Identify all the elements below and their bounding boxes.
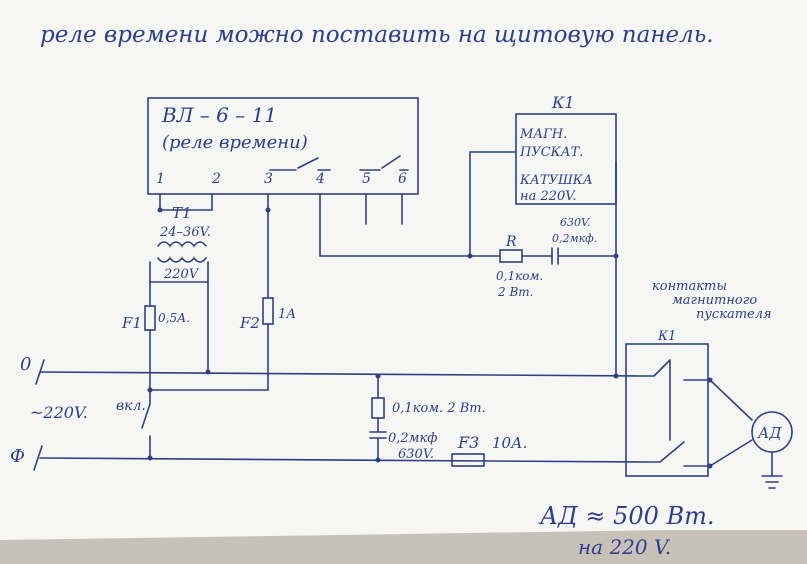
zero-line xyxy=(39,371,641,377)
rc-capacitor-voltage: 630V. xyxy=(398,447,434,462)
rc-capacitor xyxy=(369,417,387,461)
wire-pin4 xyxy=(319,193,471,257)
relay-pin-3: 3 xyxy=(264,171,273,187)
contactor-line-4: на 220V. xyxy=(520,189,577,204)
junction-dot xyxy=(613,253,619,259)
k1-contact-label: К1 xyxy=(657,329,676,344)
snubber-r-value: 0,1ком. xyxy=(496,269,543,283)
junction-dot xyxy=(707,377,713,383)
junction-dots xyxy=(147,207,713,469)
snubber-c-value: 0,2мкф. xyxy=(552,232,597,245)
contactor-box xyxy=(515,113,617,205)
fuse-f1-id: F1 xyxy=(121,314,142,332)
snubber-r-power: 2 Вт. xyxy=(497,285,533,299)
relay-contact-output xyxy=(359,155,409,171)
transformer-primary: 220V xyxy=(163,267,200,282)
snubber-c-voltage: 630V. xyxy=(560,216,591,229)
snubber-capacitor xyxy=(521,247,617,265)
relay-contact-timed xyxy=(269,157,331,171)
junction-dot xyxy=(147,455,153,461)
transformer-rating: 24–36V. xyxy=(159,225,211,240)
junction-dot xyxy=(375,373,381,379)
zero-label: 0 xyxy=(20,354,31,375)
wire-motor xyxy=(709,379,753,467)
contactor-switch-contacts xyxy=(639,359,711,467)
wire-transformer-primary xyxy=(149,261,209,283)
motor-spec: АД ≈ 500 Вт. xyxy=(538,502,715,530)
motor-voltage: на 220 V. xyxy=(578,535,671,559)
junction-dot xyxy=(205,369,211,375)
wire-f2 xyxy=(149,323,269,391)
relay-pin-2: 2 xyxy=(211,171,221,187)
transformer-id: Т1 xyxy=(172,204,192,222)
relay-pin-4: 4 xyxy=(315,171,325,187)
ground-icon xyxy=(761,451,783,489)
relay-title: ВЛ – 6 – 11 xyxy=(161,103,277,127)
relay-box xyxy=(147,97,419,195)
junction-dot xyxy=(147,387,153,393)
junction-dot xyxy=(265,207,271,213)
junction-dot xyxy=(707,463,713,469)
relay-pin-6: 6 xyxy=(398,171,407,187)
note-text: реле времени можно поставить на щитовую … xyxy=(40,22,714,48)
wire-coil-a xyxy=(469,151,517,257)
relay-pin-5: 5 xyxy=(362,171,371,187)
junction-dot xyxy=(613,373,619,379)
contactor-contacts-box xyxy=(625,343,709,477)
fuse-f2-rating: 1А xyxy=(278,307,296,322)
relay-pin-1: 1 xyxy=(156,171,165,187)
phase-label: Ф xyxy=(10,446,25,467)
contactor-line-3: КАТУШКА xyxy=(519,173,593,188)
phase-line xyxy=(39,457,641,463)
junction-dot xyxy=(467,253,473,259)
zero-terminal xyxy=(35,359,45,385)
transformer-secondary-winding xyxy=(157,241,207,248)
rc-resistor-label: 0,1ком. 2 Вт. xyxy=(392,401,486,416)
fuse-f1-rating: 0,5А. xyxy=(158,311,190,325)
junction-dot xyxy=(375,457,381,463)
contactor-line-1: МАГН. xyxy=(519,127,567,142)
snubber-r-label: R xyxy=(505,234,517,250)
contactor-id: К1 xyxy=(551,93,575,112)
wire-pin1-pin2 xyxy=(159,193,213,211)
contacts-label-3: пускателя xyxy=(696,307,772,322)
motor-symbol-label: АД xyxy=(757,424,782,442)
contacts-label-2: магнитного xyxy=(672,293,757,308)
rc-capacitor-value: 0,2мкф xyxy=(388,431,437,446)
junction-dot xyxy=(157,207,163,213)
fuse-f3-rating: 10А. xyxy=(492,434,527,452)
relay-subtitle: (реле времени) xyxy=(162,132,308,153)
phase-terminal xyxy=(33,445,43,471)
fuse-f2-id: F2 xyxy=(239,314,260,332)
fuse-f3 xyxy=(451,453,485,467)
fuse-f3-id: F3 xyxy=(457,433,479,452)
transformer-primary-winding xyxy=(157,256,207,263)
wire-pin5-pin6 xyxy=(365,193,403,225)
mains-voltage: ~220V. xyxy=(30,403,88,422)
switch-label: вкл. xyxy=(116,398,146,414)
contacts-label-1: контакты xyxy=(652,279,727,294)
contactor-line-2: ПУСКАТ. xyxy=(519,145,583,160)
